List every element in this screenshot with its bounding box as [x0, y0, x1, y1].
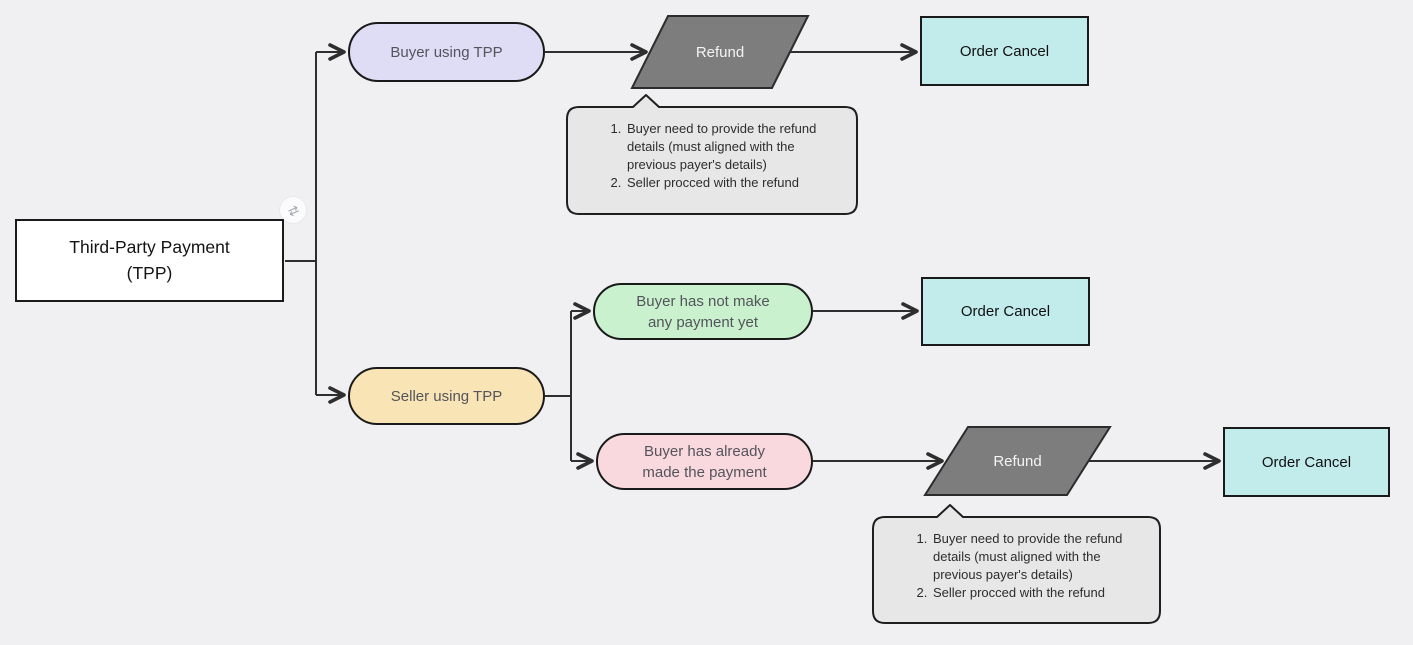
node-refund-top[interactable]	[630, 15, 810, 89]
buyer-tpp-label: Buyer using TPP	[390, 43, 503, 61]
node-swap-badge[interactable]: ⇄	[280, 197, 306, 223]
note-bubble-top[interactable]	[566, 94, 858, 215]
node-order-cancel-mid[interactable]: Order Cancel	[921, 277, 1090, 346]
note-text-bottom: Buyer need to provide the refund details…	[873, 517, 1160, 623]
refund-steps-list-bottom: Buyer need to provide the refund details…	[909, 530, 1124, 602]
already-paid-label-line1: Buyer has already	[644, 442, 765, 460]
node-buyer-no-payment[interactable]: Buyer has not make any payment yet	[593, 283, 813, 340]
no-payment-label-line1: Buyer has not make	[636, 292, 770, 310]
node-third-party-payment[interactable]: Third-Party Payment (TPP)	[15, 219, 284, 302]
swap-arrows-icon: ⇄	[284, 200, 302, 220]
seller-tpp-label: Seller using TPP	[390, 387, 503, 405]
node-seller-using-tpp[interactable]: Seller using TPP	[348, 367, 545, 425]
already-paid-label-line2: made the payment	[642, 463, 767, 481]
node-order-cancel-top[interactable]: Order Cancel	[920, 16, 1089, 86]
order-cancel-top-label: Order Cancel	[959, 42, 1050, 60]
note-bubble-bottom[interactable]	[872, 504, 1161, 624]
refund-steps-list-top: Buyer need to provide the refund details…	[603, 120, 821, 192]
note-text-top: Buyer need to provide the refund details…	[567, 107, 857, 214]
order-cancel-mid-label: Order Cancel	[960, 303, 1051, 320]
node-refund-bottom[interactable]	[923, 426, 1112, 496]
refund-step-item: Seller procced with the refund	[625, 174, 821, 192]
refund-step-item: Buyer need to provide the refund details…	[625, 120, 821, 174]
no-payment-label-line2: any payment yet	[647, 313, 759, 331]
node-buyer-already-paid[interactable]: Buyer has already made the payment	[596, 433, 813, 490]
refund-step-item: Buyer need to provide the refund details…	[931, 530, 1124, 584]
node-buyer-using-tpp[interactable]: Buyer using TPP	[348, 22, 545, 82]
node-order-cancel-bottom[interactable]: Order Cancel	[1223, 427, 1390, 497]
root-label-line2: (TPP)	[126, 262, 173, 283]
root-label-line1: Third-Party Payment	[69, 237, 230, 258]
refund-step-item: Seller procced with the refund	[931, 584, 1124, 602]
order-cancel-bottom-label: Order Cancel	[1261, 453, 1352, 471]
